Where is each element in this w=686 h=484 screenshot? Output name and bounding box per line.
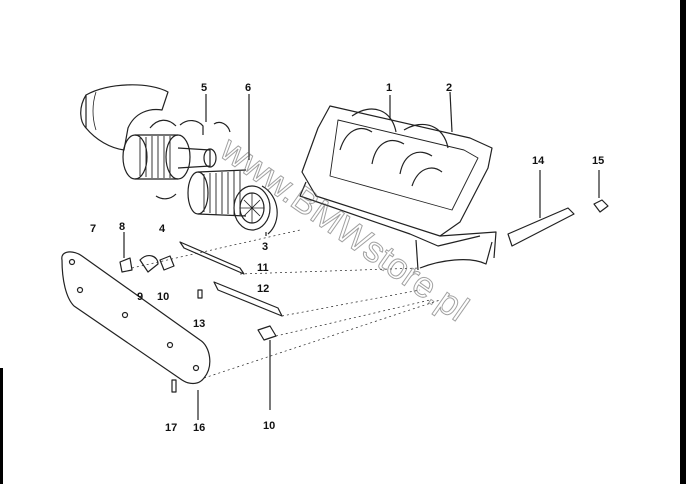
callout-10-top: 10 bbox=[157, 291, 169, 303]
callout-16: 16 bbox=[193, 422, 205, 434]
callout-7: 7 bbox=[90, 223, 96, 235]
part-7-blower-shroud bbox=[80, 84, 169, 151]
callout-5: 5 bbox=[201, 82, 207, 94]
right-edge-bar bbox=[680, 0, 686, 484]
callout-12: 12 bbox=[257, 283, 269, 295]
callout-labels: 1 2 3 4 5 6 7 8 9 10 10 11 12 13 14 15 1… bbox=[90, 82, 604, 434]
watermark: www.BMWstore.pl bbox=[213, 127, 477, 329]
callout-3: 3 bbox=[262, 241, 268, 253]
callout-2: 2 bbox=[446, 82, 452, 94]
callout-1: 1 bbox=[386, 82, 392, 94]
callout-14: 14 bbox=[532, 155, 545, 167]
part-5-bracket bbox=[179, 94, 231, 135]
part-11-12-rails bbox=[179, 241, 283, 317]
diagram-drawing bbox=[61, 84, 609, 420]
left-edge-bar bbox=[0, 368, 3, 484]
callout-11: 11 bbox=[257, 262, 269, 274]
part-4-fan-assembly bbox=[122, 119, 217, 200]
part-14-strip bbox=[507, 170, 575, 247]
callout-6: 6 bbox=[245, 82, 251, 94]
callout-13: 13 bbox=[193, 318, 205, 330]
part-15-clip bbox=[593, 170, 609, 213]
alignment-lines bbox=[131, 229, 441, 379]
callout-8: 8 bbox=[119, 221, 125, 233]
part-16-mounting-plate bbox=[61, 251, 211, 420]
callout-4: 4 bbox=[159, 223, 166, 235]
part-3-fan-disc bbox=[233, 185, 278, 236]
callout-17: 17 bbox=[165, 422, 177, 434]
callout-10-bottom: 10 bbox=[263, 420, 275, 432]
callout-9: 9 bbox=[137, 291, 143, 303]
part-6-fan-wheel bbox=[187, 94, 250, 217]
callout-15: 15 bbox=[592, 155, 604, 167]
part-1-2-heater-box bbox=[299, 91, 497, 271]
